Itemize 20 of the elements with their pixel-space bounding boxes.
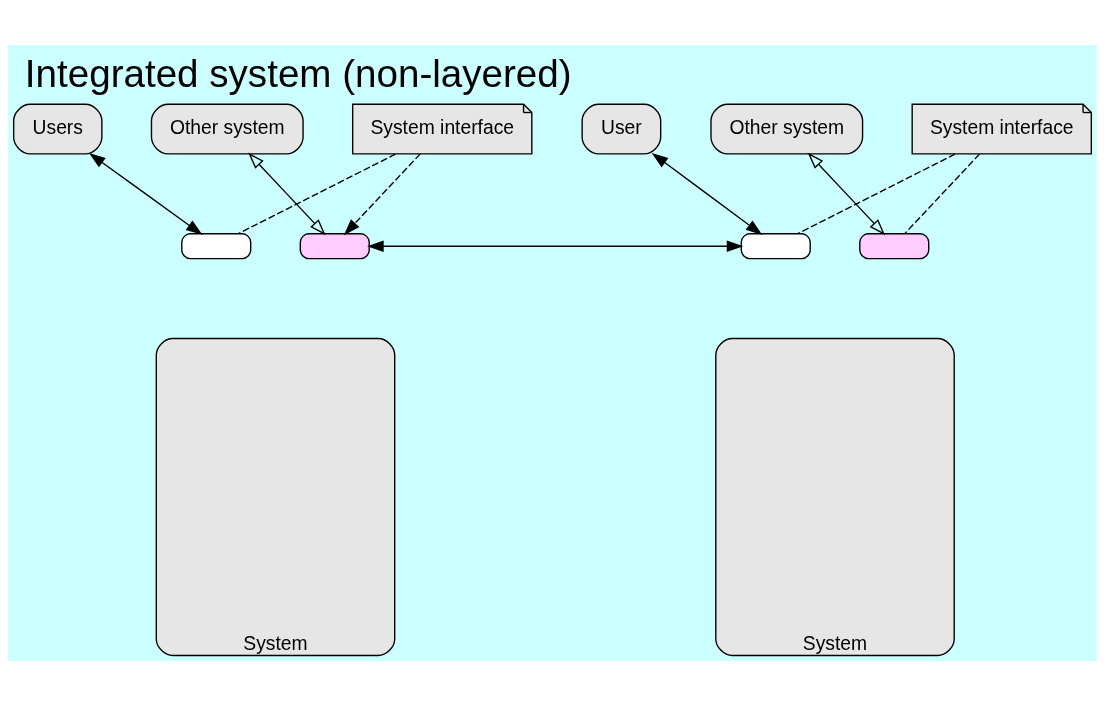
node-box bbox=[181, 233, 252, 260]
arrow bbox=[807, 152, 886, 236]
arrow bbox=[248, 152, 326, 236]
node-box bbox=[299, 233, 370, 260]
arrow bbox=[367, 240, 744, 252]
node-box: System bbox=[155, 337, 396, 657]
node-box: Other system bbox=[710, 103, 864, 155]
connector bbox=[237, 153, 397, 235]
connector bbox=[904, 153, 981, 235]
node-box: System bbox=[715, 337, 955, 657]
node-box: User bbox=[581, 103, 662, 155]
arrow bbox=[651, 152, 763, 235]
arrow bbox=[343, 153, 421, 236]
node-box: Other system bbox=[150, 103, 304, 155]
connector bbox=[797, 153, 956, 235]
arrow bbox=[88, 152, 203, 235]
node-box: Users bbox=[13, 103, 103, 155]
node-box bbox=[859, 233, 930, 260]
node-box bbox=[740, 233, 811, 260]
diagram-title: Integrated system (non-layered) bbox=[24, 51, 572, 95]
